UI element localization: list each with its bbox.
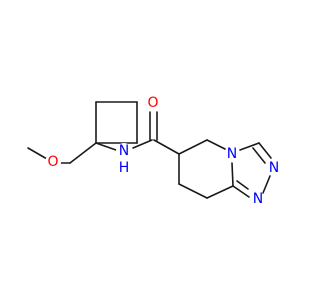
atom-oxygen-carbonyl: O — [147, 95, 158, 111]
atom-bg-ring-nitrogen-top — [267, 161, 281, 175]
bond-triazole-n1-c8a-1 — [232, 185, 250, 198]
bond-nh-carbonyl — [132, 139, 153, 149]
molecule-canvas: O O N H N N N — [27, 95, 281, 207]
bond-ring-c6-c5 — [178, 139, 208, 155]
atom-bg-ring-nitrogen-bottom — [251, 192, 265, 206]
bond-triazole-c3-n2-1 — [258, 142, 272, 159]
atom-bg-amide-nitrogen — [116, 143, 132, 159]
atom-bg-oxygen-ether — [45, 154, 61, 170]
atom-bg-ring-nitrogen-bridge — [225, 147, 239, 161]
atom-oxygen-ether: O — [47, 154, 58, 170]
bond-triazole-nbridge-c3 — [239, 142, 260, 151]
bond-triazole-c3-n2-2 — [252, 147, 266, 164]
bond-ring-c8a-c8 — [206, 185, 234, 199]
molecule-structure: O O N H N N N — [27, 95, 281, 207]
bond-ring-c5-nbridge — [206, 139, 226, 150]
bond-layer — [27, 101, 272, 199]
bond-quaternary-nh — [95, 142, 117, 151]
bond-triazole-n1-c8a-2 — [236, 180, 249, 190]
bond-carbonyl-ring — [153, 139, 180, 155]
bond-triazole-n2-n1 — [262, 175, 271, 194]
bond-ch2-quaternary — [69, 142, 97, 164]
bond-ring-c8-c7 — [178, 183, 208, 199]
atom-amide-hydrogen: H — [119, 160, 130, 176]
atom-ring-nitrogen-bridge: N — [227, 146, 237, 162]
bond-ring-nbridge-c8a — [231, 162, 234, 187]
atom-ring-nitrogen-bottom: N — [253, 191, 263, 207]
bond-ch3-o — [27, 147, 48, 160]
atom-amide-nitrogen: N — [119, 143, 129, 159]
atom-layer: O O N H N N N — [45, 95, 281, 207]
atom-ring-nitrogen-top: N — [269, 160, 279, 176]
atom-bg-oxygen-carbonyl — [145, 95, 161, 111]
